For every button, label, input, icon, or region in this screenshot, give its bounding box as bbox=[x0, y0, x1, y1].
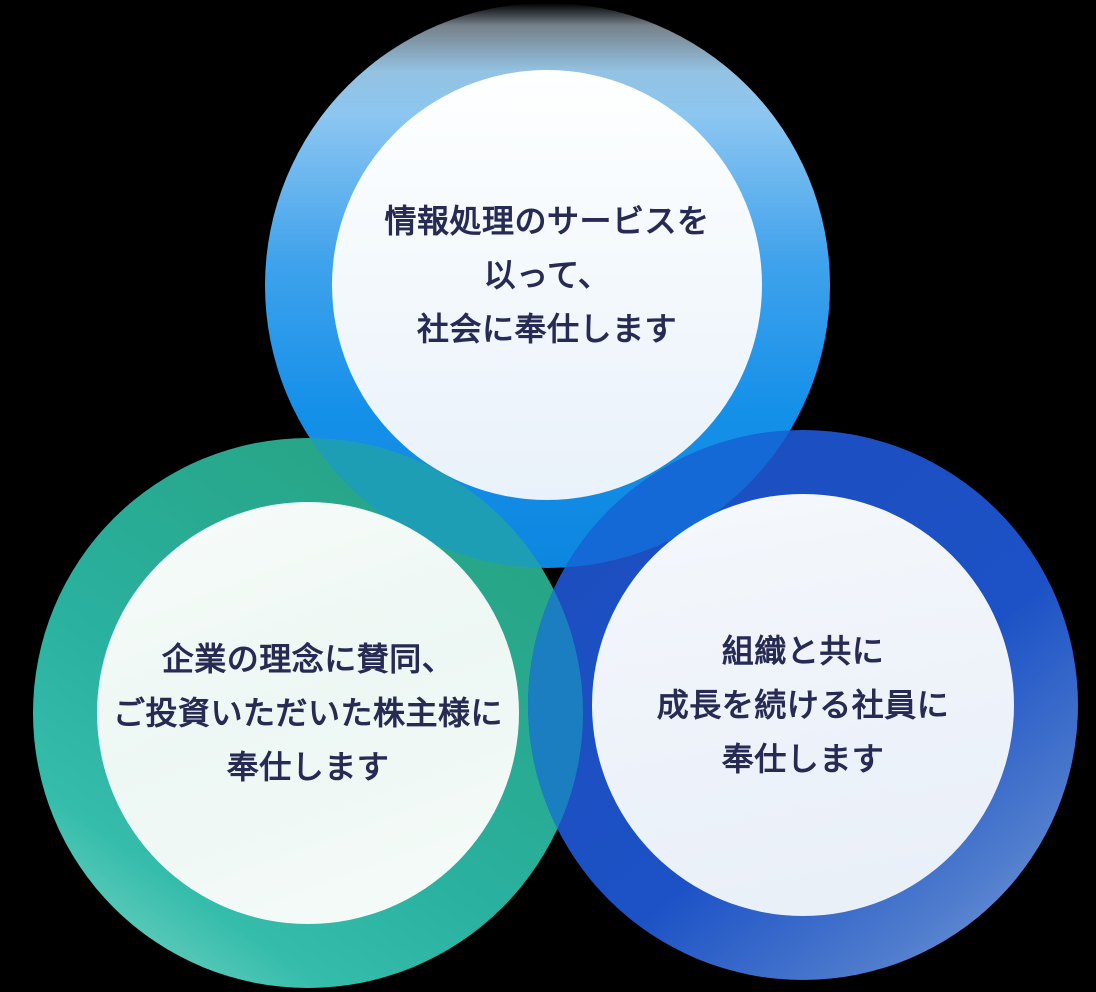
text-line: 以って、 bbox=[483, 257, 611, 293]
text-line: 情報処理のサービスを bbox=[384, 203, 710, 239]
shareholders-circle-inner bbox=[97, 502, 519, 924]
employees-circle-text: 組織と共に 成長を続ける社員に 奉仕します bbox=[592, 494, 1014, 916]
text-line: 組織と共に bbox=[721, 633, 885, 669]
text-line: 成長を続ける社員に bbox=[656, 687, 950, 723]
text-line: 社会に奉仕します bbox=[416, 311, 677, 347]
text-line: 奉仕します bbox=[226, 749, 390, 785]
service-circle-text: 情報処理のサービスを 以って、 社会に奉仕します bbox=[332, 60, 762, 490]
service-circle-inner bbox=[332, 70, 762, 500]
text-line: 奉仕します bbox=[721, 741, 885, 777]
text-line: ご投資いただいた株主様に bbox=[112, 695, 503, 731]
text-line: 企業の理念に賛同、 bbox=[161, 641, 455, 677]
shareholders-circle-text: 企業の理念に賛同、 ご投資いただいた株主様に 奉仕します bbox=[97, 502, 519, 924]
employees-circle-inner bbox=[592, 494, 1014, 916]
